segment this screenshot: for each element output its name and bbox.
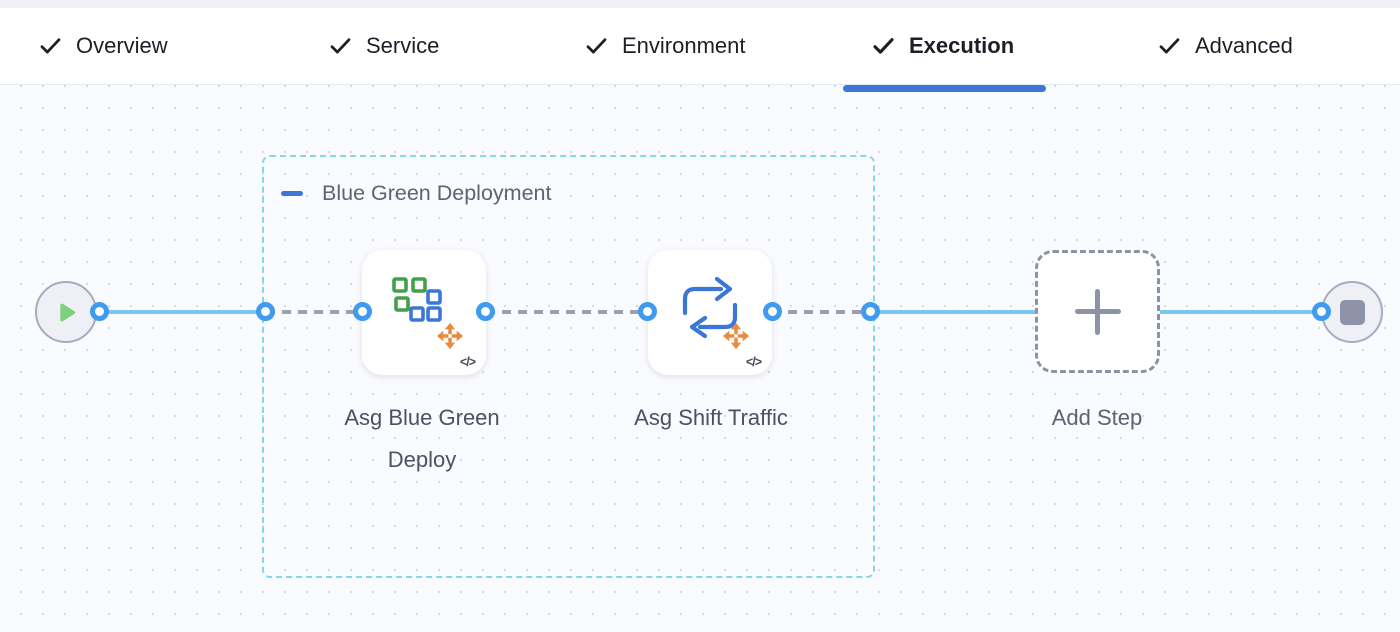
port-step2-in[interactable]	[638, 302, 657, 321]
tab-environment[interactable]: Environment	[586, 8, 746, 84]
port-group-out[interactable]	[861, 302, 880, 321]
step-node-asg-shift-traffic[interactable]: </>	[648, 250, 772, 375]
check-icon	[873, 37, 894, 55]
step-label-asg-shift-traffic: Asg Shift Traffic	[634, 405, 788, 430]
check-icon	[40, 37, 61, 55]
step-label-asg-blue-green-deploy: Asg Blue Green Deploy	[344, 405, 500, 472]
tab-label: Advanced	[1195, 33, 1293, 58]
pipeline-end-node	[1321, 281, 1383, 343]
code-icon: </>	[745, 355, 762, 369]
connector-line-dashed	[486, 310, 648, 314]
pipeline-start-node	[35, 281, 97, 343]
tab-label: Environment	[622, 33, 746, 58]
tab-execution[interactable]: Execution	[842, 8, 1047, 92]
port-end-in[interactable]	[1312, 302, 1331, 321]
add-step-button[interactable]	[1035, 250, 1160, 373]
step-group-header: Blue Green Deployment	[281, 178, 551, 208]
stop-icon	[1339, 299, 1365, 325]
connector-line-dashed	[772, 310, 870, 314]
check-icon	[1159, 37, 1180, 55]
add-step-label: Add Step	[1051, 405, 1143, 430]
tab-service[interactable]: Service	[330, 8, 439, 84]
step-group-label: Blue Green Deployment	[322, 180, 552, 205]
port-group-in[interactable]	[256, 302, 275, 321]
tab-advanced[interactable]: Advanced	[1159, 8, 1293, 84]
pipeline-canvas[interactable]: Blue Green Deployment	[0, 85, 1400, 632]
tab-label: Overview	[76, 33, 168, 58]
connector-line	[100, 310, 266, 314]
code-icon: </>	[459, 355, 476, 369]
tab-label: Execution	[909, 33, 1015, 58]
top-strip	[0, 0, 1400, 8]
collapse-group-minus-icon[interactable]	[281, 190, 303, 196]
stage-tabbar: Overview Service Environment Execution A…	[0, 8, 1400, 92]
port-step1-in[interactable]	[353, 302, 372, 321]
plus-icon	[1074, 288, 1121, 335]
port-step2-out[interactable]	[763, 302, 782, 321]
move-icon	[436, 322, 464, 350]
asg-blue-green-deploy-icon	[392, 277, 442, 322]
step-group-blue-green[interactable]	[262, 155, 875, 578]
connector-line-dashed	[266, 310, 362, 314]
move-icon	[722, 322, 750, 350]
check-icon	[586, 37, 607, 55]
port-step1-out[interactable]	[476, 302, 495, 321]
asg-shift-traffic-icon	[682, 276, 738, 339]
play-icon	[59, 303, 75, 321]
tab-overview[interactable]: Overview	[40, 8, 168, 84]
connector-line	[1158, 310, 1322, 314]
check-icon	[330, 37, 351, 55]
step-node-asg-blue-green-deploy[interactable]: </>	[362, 250, 486, 375]
port-start-out[interactable]	[90, 302, 109, 321]
connector-line	[870, 310, 1040, 314]
tab-label: Service	[366, 33, 440, 58]
